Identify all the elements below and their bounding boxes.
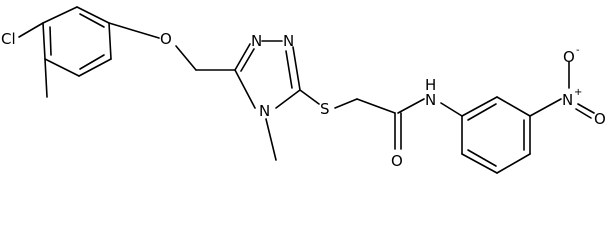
bond xyxy=(234,69,256,109)
triazole-nitrogen-1: N xyxy=(251,32,262,50)
bond-ch2-co xyxy=(356,98,396,114)
bond-c-nitro xyxy=(529,98,562,117)
amide-hydrogen-atom: H xyxy=(425,76,436,94)
double-bond-inner xyxy=(467,149,497,167)
nitro-positive-charge: + xyxy=(574,87,582,98)
bond xyxy=(76,6,110,24)
bond-n-methyl xyxy=(265,118,277,161)
nitro-negative-charge: - xyxy=(576,45,580,56)
bond xyxy=(292,46,301,91)
bond xyxy=(108,22,112,60)
triazole-nitrogen-2: N xyxy=(283,32,294,50)
molecule-diagram: Cl O N N N S O N H N xyxy=(1,6,606,174)
bond-n-aryl xyxy=(440,102,463,117)
double-bond-inner xyxy=(467,103,497,121)
chlorine-atom: Cl xyxy=(1,30,16,48)
amide-oxygen-atom: O xyxy=(391,152,403,170)
bond-c-o xyxy=(108,22,160,39)
bond-o-ch2 xyxy=(175,45,197,71)
double-bond-inner xyxy=(240,48,255,72)
bond xyxy=(461,96,498,117)
bond xyxy=(461,153,498,174)
bond xyxy=(275,89,301,109)
bond xyxy=(496,96,531,117)
bond xyxy=(42,6,78,24)
sulfur-atom: S xyxy=(320,100,330,118)
bond xyxy=(78,58,112,77)
triazole-nitrogen-methyl: N xyxy=(259,102,270,120)
bond xyxy=(496,153,531,174)
double-bond-inner xyxy=(79,54,105,70)
ether-oxygen-atom: O xyxy=(160,30,172,48)
nitro-nitrogen-atom: N xyxy=(562,91,573,109)
nitro-oxygen-2: O xyxy=(594,110,606,128)
chloromethylphenyl-ring xyxy=(42,6,112,77)
nitro-oxygen-1: O xyxy=(563,48,575,66)
bond-s-ch2 xyxy=(334,98,358,109)
nitrophenyl-ring xyxy=(461,96,531,174)
amide-nitrogen-atom: N xyxy=(425,91,436,109)
bond-c-cl xyxy=(18,22,44,38)
bond-methyl xyxy=(44,58,48,98)
double-bond-inner xyxy=(49,26,52,56)
structure-canvas: Cl O N N N S O N H N xyxy=(1,6,606,174)
bond-c-s xyxy=(299,89,320,105)
bond-n-o-double-2 xyxy=(575,108,592,119)
bond xyxy=(234,43,251,71)
double-bond-inner xyxy=(285,50,293,89)
bond-n-o-double xyxy=(577,103,595,114)
triazole-ring xyxy=(234,40,301,109)
double-bond-inner xyxy=(79,13,105,28)
bond-c-n xyxy=(397,98,425,114)
bond xyxy=(44,58,80,77)
bond xyxy=(42,22,46,60)
